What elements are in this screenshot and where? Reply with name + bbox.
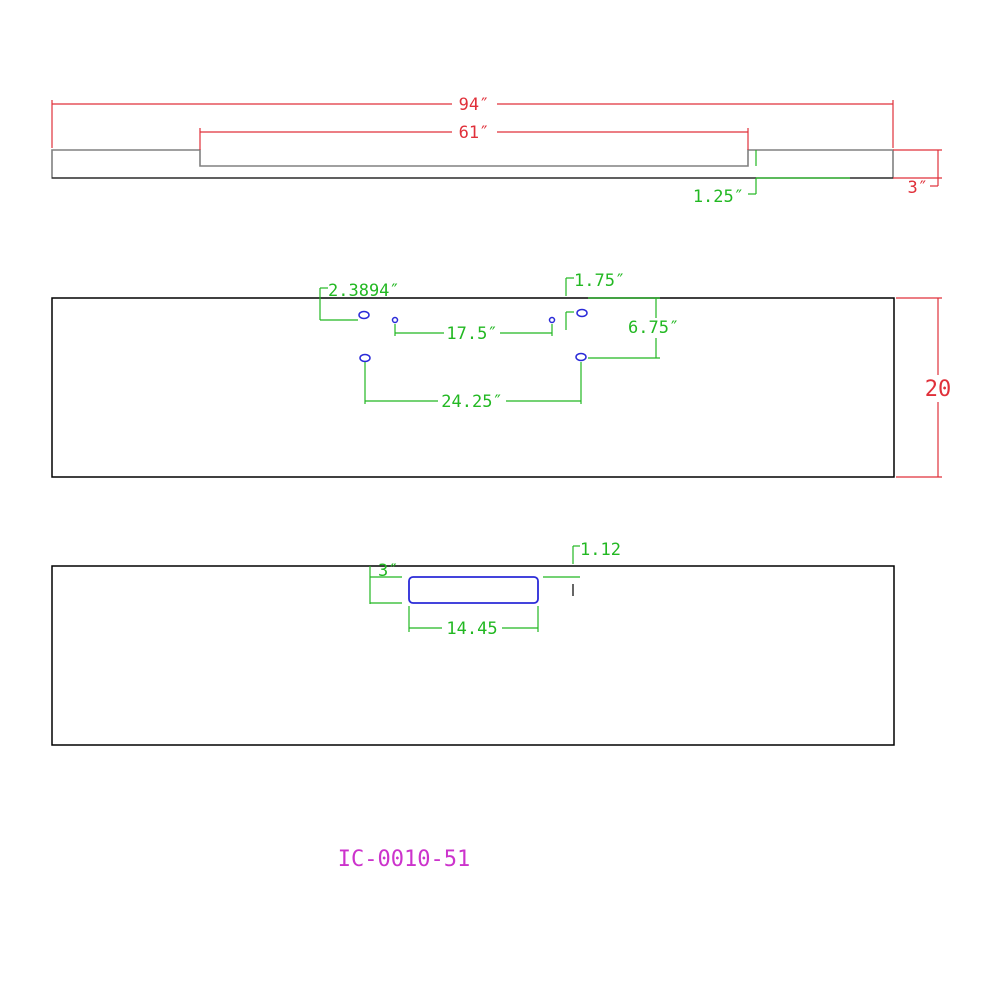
overall-length-label: 94″ (459, 95, 490, 115)
slot-top-offset-label: 1.12 (580, 540, 621, 560)
slot-length-label: 14.45 (446, 619, 497, 639)
bottom-view: 3″ 1.12 14.45 (51, 540, 895, 746)
top-view-outline (51, 149, 894, 179)
middle-view-outline (51, 297, 895, 478)
dim-slot-length: 14.45 (408, 606, 539, 639)
hole-slot-right-top (576, 308, 588, 318)
small-hole-spacing-label: 17.5″ (446, 324, 497, 344)
hole-small-left (391, 316, 399, 324)
dim-vertical-spacing: 6.75″ (588, 297, 679, 359)
middle-view: 2.3894″ 1.75″ 17.5″ 6.75″ (51, 271, 952, 478)
recess-depth-label: 1.25″ (693, 187, 744, 207)
dim-small-hole-spacing: 17.5″ (394, 324, 553, 344)
thickness-label: 3″ (908, 178, 928, 198)
hole-offset-left-label: 2.3894″ (328, 281, 400, 301)
hole-slot-left-bottom (359, 353, 371, 363)
dim-large-hole-spacing: 24.25″ (364, 362, 582, 412)
dim-overall-length: 94″ (51, 95, 894, 148)
top-view: 94″ 61″ 1.25″ 3″ (51, 95, 942, 207)
part-code: IC-0010-51 (338, 847, 470, 872)
dim-slot-offset: 3″ (369, 561, 402, 604)
slot-offset-label: 3″ (378, 561, 398, 581)
large-hole-spacing-label: 24.25″ (441, 392, 502, 412)
dim-hole-offset-left: 2.3894″ (319, 281, 400, 321)
cutout-slot (408, 576, 539, 604)
hole-slot-right-bottom (575, 352, 587, 362)
hole-offset-right-label: 1.75″ (574, 271, 625, 291)
hole-slot-left-top (358, 310, 370, 320)
dim-recess-depth: 1.25″ (693, 150, 850, 207)
bottom-view-outline (51, 565, 895, 746)
hole-small-right (548, 316, 556, 324)
vertical-spacing-label: 6.75″ (628, 318, 679, 338)
dim-recess-length: 61″ (199, 123, 749, 150)
dim-hole-offset-right: 1.75″ (565, 271, 625, 330)
dim-height: 20 (896, 297, 952, 478)
dim-thickness: 3″ (893, 149, 942, 198)
dim-slot-top-offset: 1.12 (543, 540, 621, 596)
height-label: 20 (925, 377, 952, 402)
recess-length-label: 61″ (459, 123, 490, 143)
